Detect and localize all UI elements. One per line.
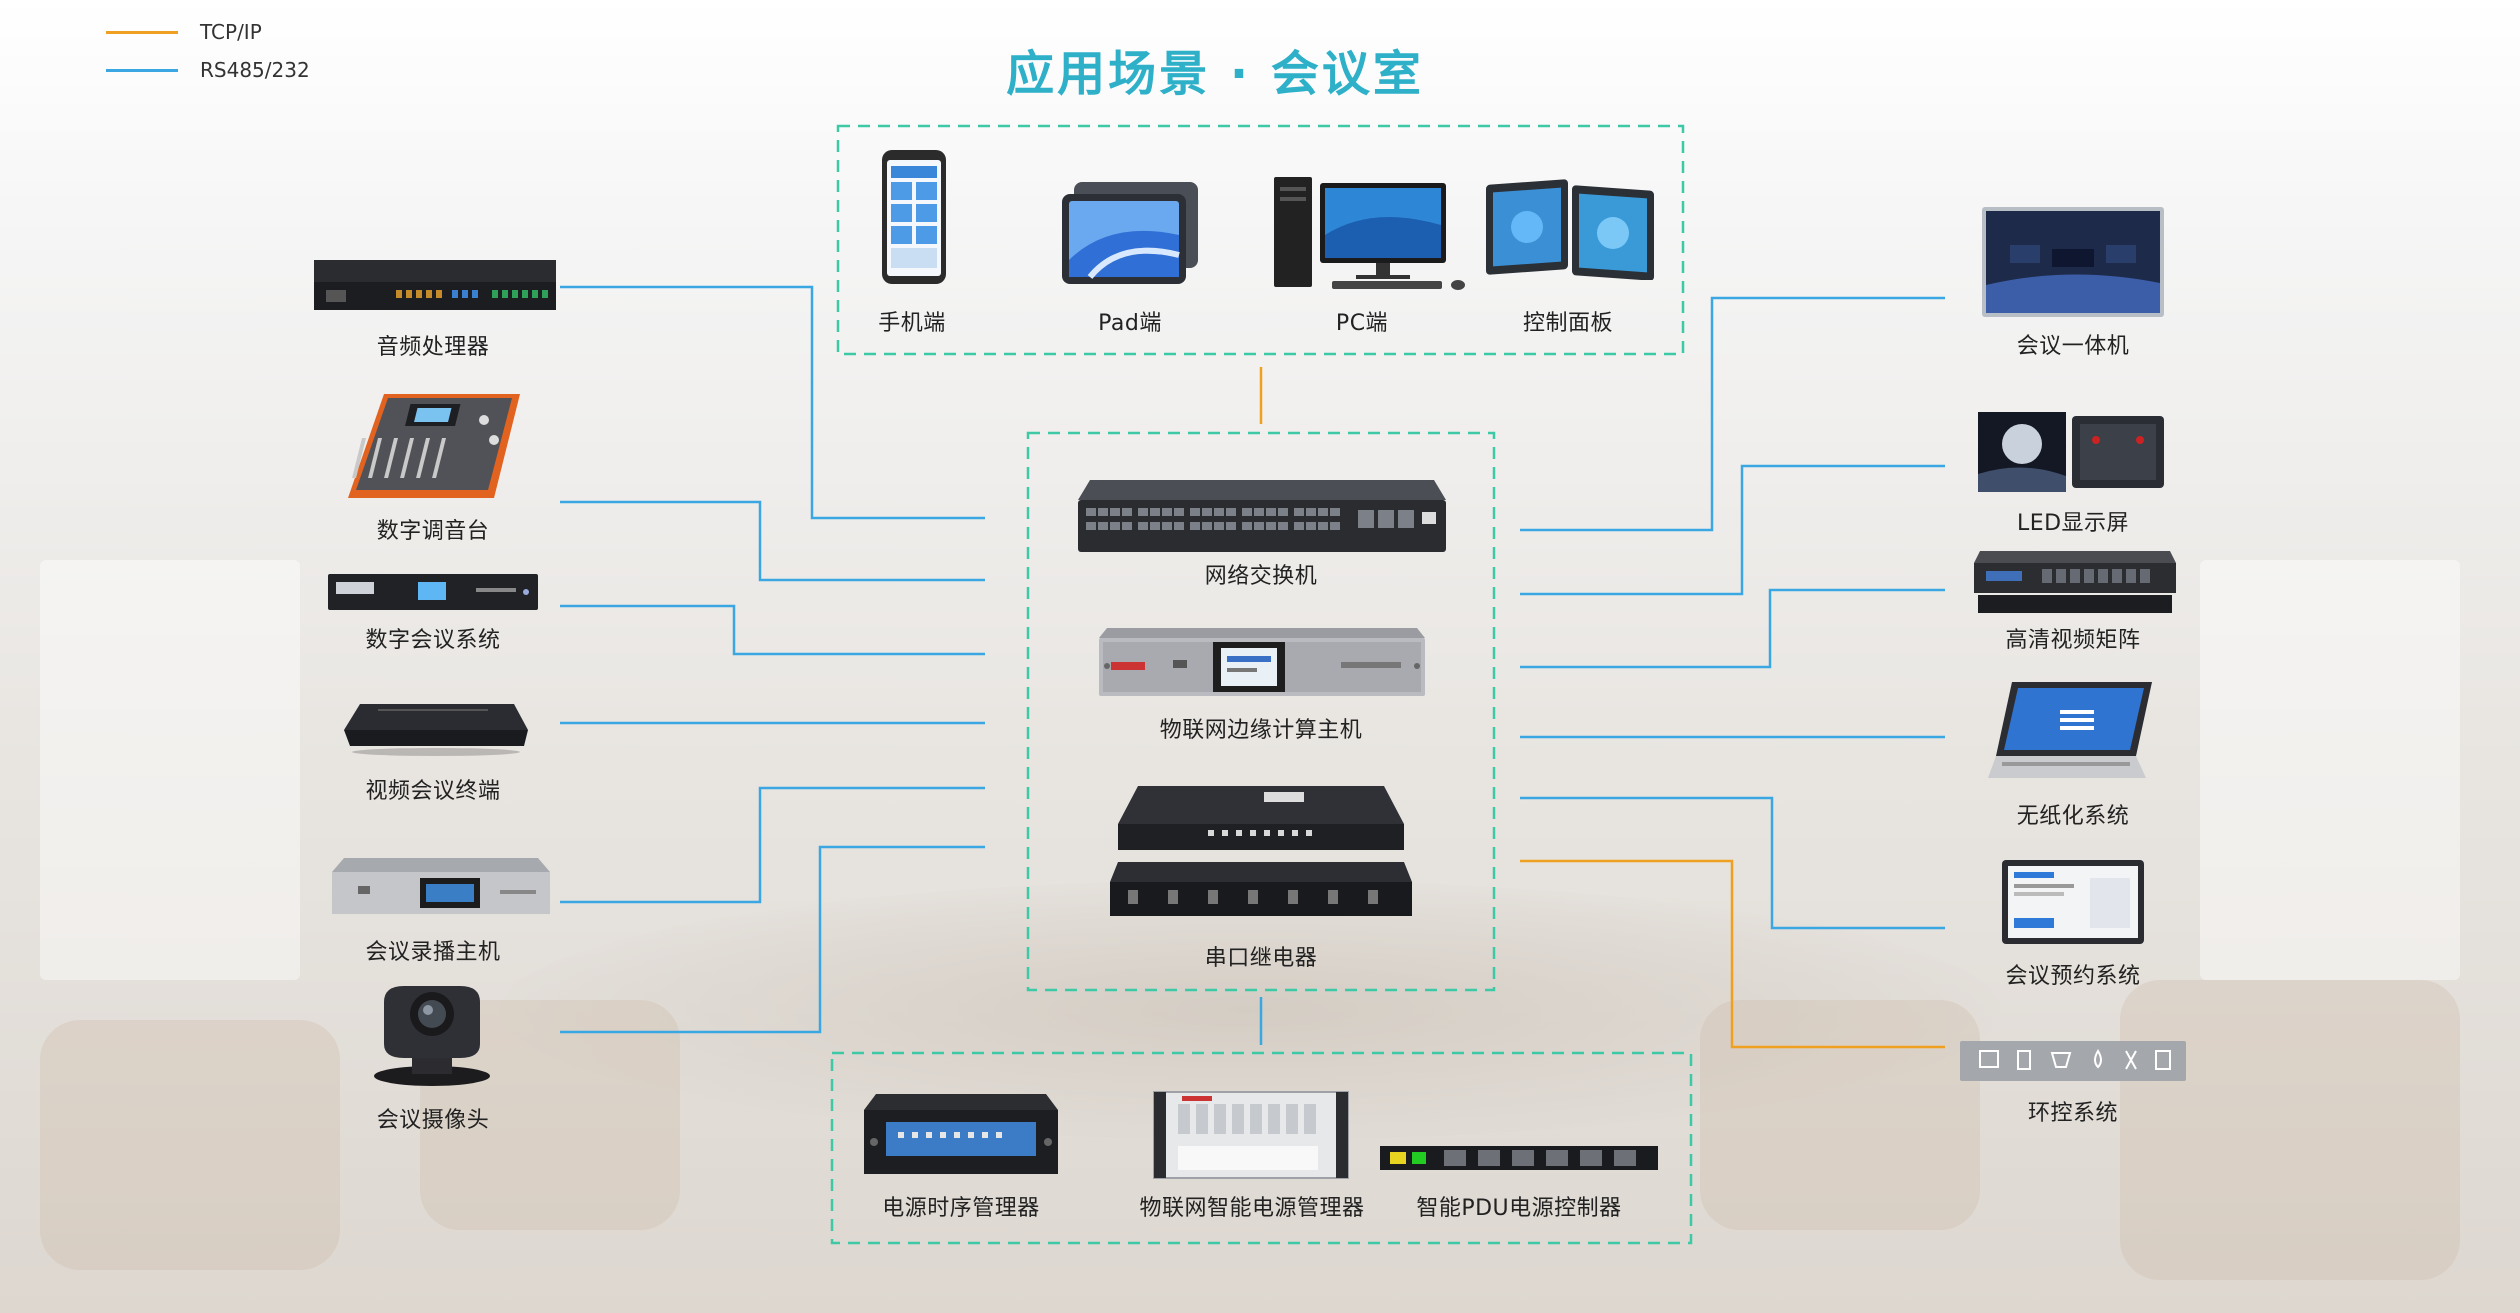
switch-icon [1078, 480, 1446, 552]
label-conference-system: 数字会议系统 [365, 628, 501, 653]
control-panel-icon [1486, 179, 1654, 280]
phone-icon [882, 150, 946, 284]
meeting-display-icon [1982, 207, 2164, 317]
label-camera: 会议摄像头 [376, 1108, 490, 1133]
link-env-control [1520, 859, 1945, 1049]
background-window [40, 560, 300, 980]
link-mixer [560, 500, 985, 582]
label-recorder: 会议录播主机 [365, 940, 501, 965]
led-screen-icon [1978, 412, 2164, 492]
label-meeting-display: 会议一体机 [2016, 334, 2130, 359]
label-env-control: 环控系统 [2027, 1101, 2119, 1126]
label-sequencer: 电源时序管理器 [882, 1196, 1040, 1221]
link-meeting-display [1520, 296, 1945, 532]
paperless-icon [1988, 682, 2152, 778]
mixer-icon [348, 394, 520, 498]
label-booking: 会议预约系统 [2005, 964, 2141, 989]
label-paperless: 无纸化系统 [2016, 804, 2130, 829]
core-group-box [1026, 431, 1496, 992]
page-title: 应用场景 · 会议室 [1006, 46, 1424, 102]
label-pc: PC端 [1335, 311, 1389, 336]
conference-system-icon [328, 574, 538, 610]
video-matrix-icon [1974, 551, 2176, 613]
smart-power-icon [1153, 1091, 1349, 1179]
label-edge-host: 物联网边缘计算主机 [1159, 718, 1363, 743]
link-video-matrix [1520, 588, 1945, 669]
background-chair [1700, 1000, 1980, 1230]
edge-host-icon [1099, 628, 1425, 696]
label-smart-power: 物联网智能电源管理器 [1139, 1196, 1365, 1221]
camera-icon [374, 986, 490, 1086]
audio-processor-icon [314, 260, 556, 310]
label-relay: 串口继电器 [1204, 946, 1318, 971]
booking-panel-icon [2002, 860, 2144, 944]
label-led-screen: LED显示屏 [2016, 511, 2130, 536]
env-control-icon [1960, 1041, 2186, 1081]
label-pdu: 智能PDU电源控制器 [1416, 1196, 1622, 1221]
label-control-panel: 控制面板 [1522, 311, 1614, 336]
top-group-box [836, 124, 1685, 356]
link-camera [560, 845, 985, 1034]
label-video-terminal: 视频会议终端 [365, 779, 501, 804]
legend-tcp-label: TCP/IP [200, 20, 262, 44]
background-chair [2120, 980, 2460, 1280]
label-mixer: 数字调音台 [376, 519, 490, 544]
link-booking [1520, 796, 1945, 930]
legend-tcp-line [106, 31, 178, 34]
sequencer-icon [864, 1094, 1058, 1174]
label-tablet: Pad端 [1098, 311, 1162, 336]
relay-icon [1110, 786, 1412, 916]
background-chair [40, 1020, 340, 1270]
recorder-icon [332, 858, 550, 914]
label-audio-processor: 音频处理器 [376, 335, 490, 360]
label-switch: 网络交换机 [1204, 564, 1318, 589]
label-video-matrix: 高清视频矩阵 [2005, 628, 2141, 653]
bottom-group-box [830, 1051, 1693, 1245]
link-recorder [560, 786, 985, 904]
video-terminal-icon [344, 704, 528, 756]
label-phone: 手机端 [878, 311, 946, 336]
tablet-icon [1062, 182, 1198, 284]
link-audio-processor [560, 285, 985, 520]
legend-rs-line [106, 69, 178, 72]
link-conference-system [560, 604, 985, 656]
pdu-icon [1380, 1146, 1658, 1170]
link-led-screen [1520, 464, 1945, 596]
background-window [2200, 560, 2460, 980]
legend-rs-label: RS485/232 [200, 58, 310, 82]
pc-icon [1274, 177, 1465, 290]
